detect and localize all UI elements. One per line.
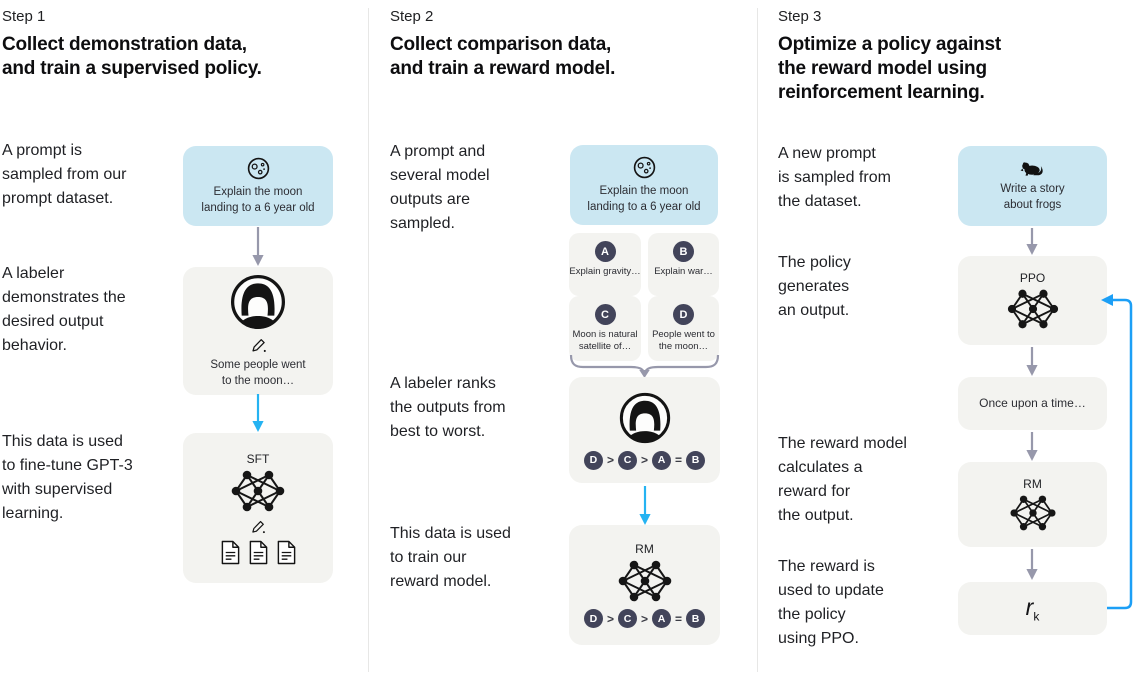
rank-separator: > [606, 611, 614, 626]
step-1-note-labeler: A labeler demonstrates the desired outpu… [2, 265, 126, 354]
document-icon [249, 540, 267, 564]
labeler-ranking: D > C > A = B [583, 450, 706, 470]
step-3-label: Step 3 [778, 8, 822, 25]
neural-network-icon [1009, 495, 1056, 531]
step-2-title: Collect comparison data, and train a rew… [390, 34, 616, 79]
neural-network-icon [618, 560, 671, 602]
feedback-loop-arrow-icon [1101, 294, 1133, 610]
rank-badge: C [617, 450, 637, 470]
output-text: Moon is natural satellite of… [572, 329, 638, 353]
output-text: Once upon a time… [979, 396, 1086, 411]
step-3-rm-box: RM [958, 462, 1107, 547]
rm-label: RM [635, 542, 654, 556]
ppo-label: PPO [1019, 271, 1046, 285]
arrow-down-icon [252, 227, 264, 266]
step-3-ppo-box: PPO [958, 256, 1107, 345]
rank-badge: C [617, 609, 637, 628]
output-badge: B [673, 241, 694, 262]
output-card-a: A Explain gravity… [569, 233, 641, 296]
step-3-reward-box: rk [958, 582, 1107, 635]
step-2-rm-box: RM D > C > A = B [569, 525, 720, 645]
step-3-output-box: Once upon a time… [958, 377, 1107, 430]
pencil-icon [251, 339, 266, 352]
reward-subscript: k [1033, 609, 1040, 624]
step-2-prompt-box: Explain the moon landing to a 6 year old [570, 145, 718, 225]
output-text: People went to the moon… [652, 329, 715, 353]
step-3-note-update: The reward is used to update the policy … [778, 558, 884, 647]
rank-badge: D [583, 609, 603, 628]
rank-separator: = [675, 453, 683, 467]
step-3-note-prompt: A new prompt is sampled from the dataset… [778, 145, 891, 210]
output-card-c: C Moon is natural satellite of… [569, 296, 641, 361]
pencil-icon [252, 520, 265, 533]
neural-network-icon [231, 470, 285, 511]
sft-label: SFT [246, 451, 270, 466]
prompt-text: Write a story about frogs [1000, 182, 1065, 211]
step-3-note-reward: The reward model calculates a reward for… [778, 435, 907, 524]
rank-badge: A [652, 450, 671, 470]
arrow-down-icon [639, 486, 651, 525]
reward-value: rk [1026, 594, 1040, 624]
step-1-sft-box: SFT [183, 433, 333, 583]
document-icon [221, 540, 239, 564]
rank-separator: > [640, 453, 648, 467]
output-badge: A [594, 241, 616, 262]
documents-icon [220, 540, 297, 565]
step-3-prompt-box: Write a story about frogs [958, 146, 1107, 226]
step-3-note-policy: The policy generates an output. [778, 254, 851, 319]
rank-separator: > [640, 611, 648, 626]
step-1-prompt-box: Explain the moon landing to a 6 year old [183, 146, 333, 226]
step-3-title: Optimize a policy against the reward mod… [778, 34, 1002, 103]
moon-icon [633, 156, 655, 179]
labeler-avatar-icon [230, 274, 286, 329]
arrow-down-icon [1026, 549, 1038, 580]
output-badge: C [594, 304, 616, 325]
step-2-label: Step 2 [390, 8, 434, 25]
reward-symbol: r [1025, 593, 1034, 620]
step-1-labeler-box: Some people went to the moon… [183, 267, 333, 395]
step-1-label: Step 1 [2, 8, 46, 25]
prompt-text: Explain the moon landing to a 6 year old [587, 184, 701, 213]
arrow-down-icon [1026, 432, 1038, 461]
column-divider-1 [368, 8, 369, 672]
rm-label: RM [1023, 477, 1042, 491]
output-card-b: B Explain war… [648, 233, 719, 296]
rank-badge: D [583, 450, 603, 470]
rank-badge: B [686, 450, 706, 470]
frog-icon [1020, 162, 1043, 176]
step-2-labeler-box: D > C > A = B [569, 377, 720, 483]
demonstration-text: Some people went to the moon… [210, 358, 306, 387]
document-icon [277, 540, 295, 564]
step-2-note-ranks: A labeler ranks the outputs from best to… [390, 375, 506, 440]
step-1-note-prompt: A prompt is sampled from our prompt data… [2, 142, 127, 207]
prompt-text: Explain the moon landing to a 6 year old [201, 185, 315, 214]
output-card-d: D People went to the moon… [648, 296, 719, 361]
rank-badge: B [686, 609, 706, 628]
neural-network-icon [1007, 289, 1058, 329]
rank-badge: A [652, 609, 671, 628]
arrow-down-icon [252, 394, 264, 432]
rank-separator: > [606, 453, 614, 467]
output-badge: D [673, 304, 694, 325]
arrow-down-icon [1026, 347, 1038, 376]
step-1-title: Collect demonstration data, and train a … [2, 34, 262, 79]
arrow-down-icon [1026, 228, 1038, 255]
rank-separator: = [675, 611, 683, 626]
step-2-note-sampled: A prompt and several model outputs are s… [390, 143, 490, 232]
column-divider-2 [757, 8, 758, 672]
output-text: Explain war… [654, 266, 713, 277]
step-1-note-finetune: This data is used to fine-tune GPT-3 wit… [2, 433, 133, 522]
labeler-avatar-icon [619, 392, 670, 443]
moon-icon [247, 157, 269, 180]
output-text: Explain gravity… [569, 266, 641, 277]
brace-merge-arrow-icon [569, 355, 720, 378]
rm-ranking: D > C > A = B [583, 609, 706, 628]
step-2-note-train: This data is used to train our reward mo… [390, 525, 511, 590]
